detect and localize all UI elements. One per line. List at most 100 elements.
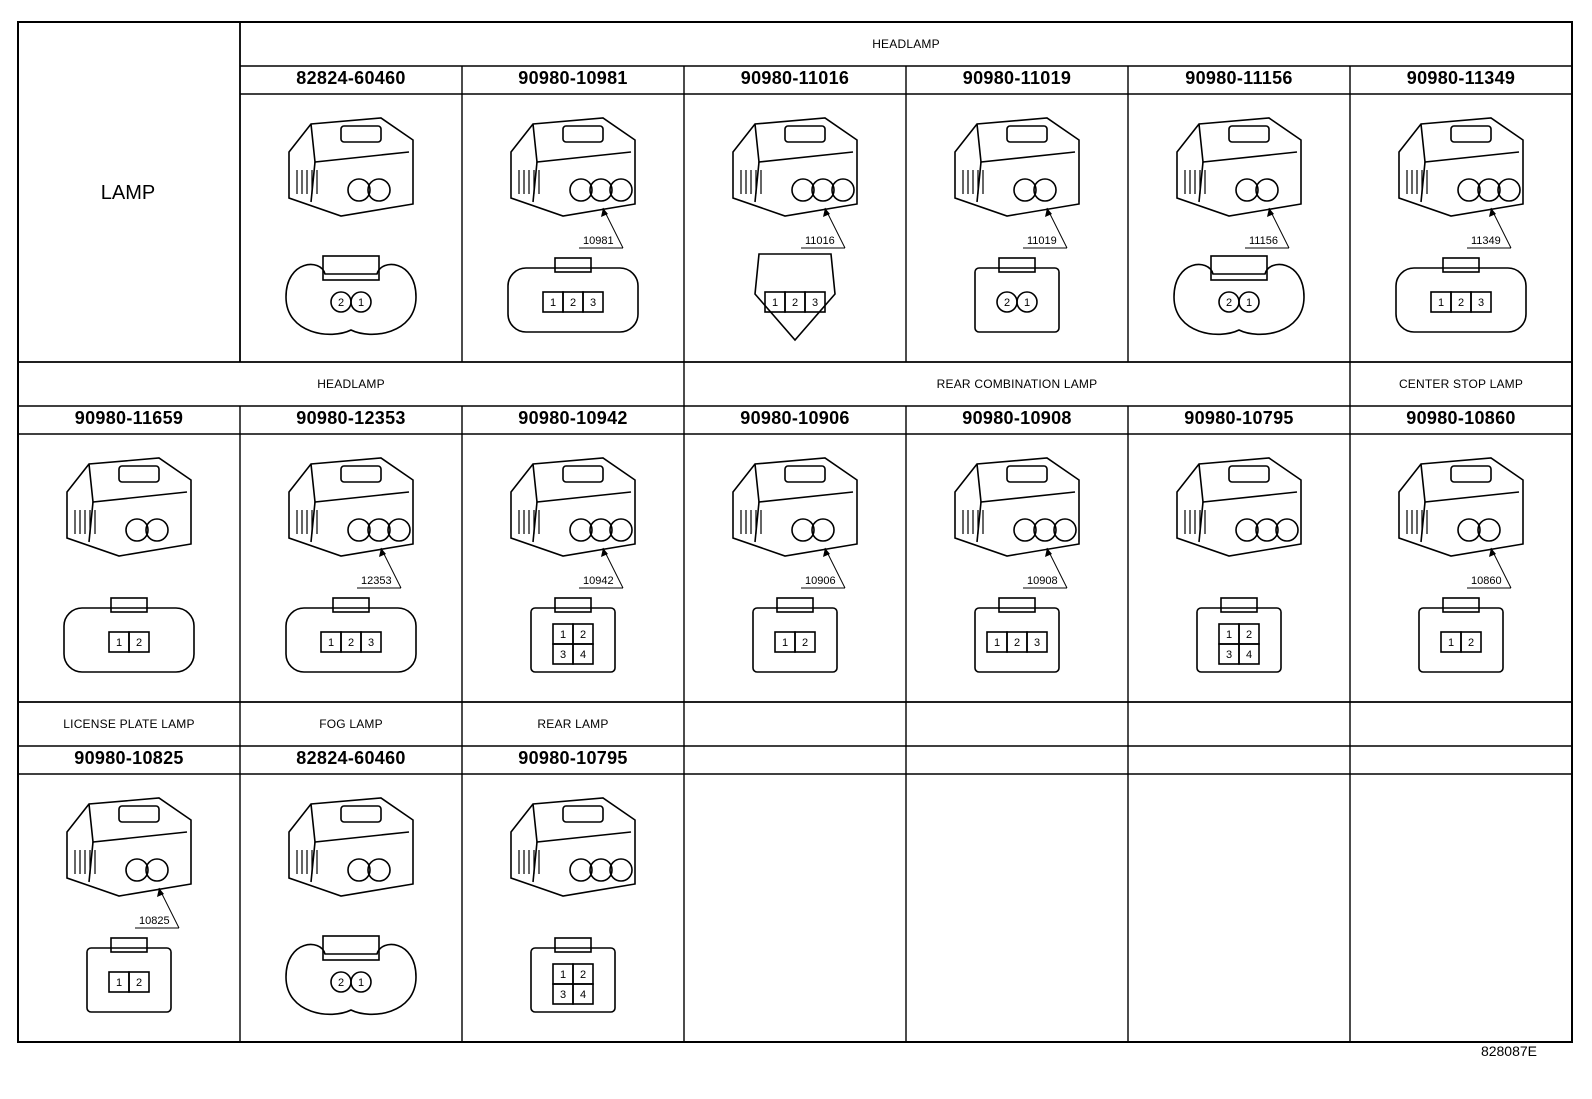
part-number: 90980-10860 — [1406, 408, 1516, 428]
pin-number: 1 — [772, 297, 778, 309]
connector-drawing: 12353 1 2 3 — [240, 434, 462, 702]
pin-number: 1 — [116, 637, 122, 649]
pin-number: 2 — [338, 977, 344, 989]
pin-number: 1 — [994, 637, 1000, 649]
pin-number: 4 — [1246, 649, 1252, 661]
pin-number: 1 — [1246, 297, 1252, 309]
connector-drawing: 10860 1 2 — [1350, 434, 1572, 702]
callout-label: 10942 — [583, 575, 614, 587]
group-header: FOG LAMP — [319, 717, 383, 731]
pin-number: 1 — [782, 637, 788, 649]
pin-number: 3 — [560, 649, 566, 661]
callout-label: 10860 — [1471, 575, 1502, 587]
part-number: 90980-11156 — [1185, 68, 1293, 88]
table-title: LAMP — [100, 182, 156, 204]
pin-number: 2 — [338, 297, 344, 309]
pin-number: 1 — [560, 629, 566, 641]
part-number: 90980-11349 — [1406, 68, 1516, 88]
callout-label: 11349 — [1471, 235, 1501, 247]
part-number: 82824-60460 — [296, 68, 406, 88]
pin-number: 1 — [116, 977, 122, 989]
pin-number: 1 — [1438, 297, 1444, 309]
callout-label: 11016 — [805, 235, 835, 247]
pin-number: 3 — [1034, 637, 1040, 649]
connector-icon: 11019 2 1 — [954, 117, 1080, 333]
pin-number: 3 — [590, 297, 596, 309]
pin-number: 1 — [358, 977, 364, 989]
connector-icon: 1 2 3 4 — [510, 797, 636, 1013]
pin-number: 1 — [1226, 629, 1232, 641]
part-number: 90980-10795 — [1184, 408, 1294, 428]
part-number: 82824-60460 — [296, 748, 406, 768]
part-number: 90980-11016 — [740, 68, 850, 88]
pin-number: 2 — [1246, 629, 1252, 641]
part-number: 90980-10906 — [740, 408, 850, 428]
connector-icon: 11156 2 1 — [1173, 117, 1305, 336]
pin-number: 2 — [1468, 637, 1474, 649]
connector-drawing: 11019 2 1 — [906, 94, 1128, 362]
group-header: HEADLAMP — [872, 37, 940, 51]
callout-label: 11156 — [1249, 235, 1278, 247]
pin-number: 2 — [792, 297, 798, 309]
group-header: LICENSE PLATE LAMP — [63, 717, 195, 731]
figure-id: 828087E — [1480, 1043, 1537, 1059]
part-number: 90980-11659 — [74, 408, 184, 428]
pin-number: 3 — [368, 637, 374, 649]
pin-number: 1 — [560, 969, 566, 981]
pin-number: 2 — [1004, 297, 1010, 309]
pin-number: 2 — [348, 637, 354, 649]
part-number: 90980-10795 — [518, 748, 628, 768]
group-header: REAR COMBINATION LAMP — [936, 377, 1098, 391]
pin-number: 2 — [136, 637, 142, 649]
pin-number: 2 — [1226, 297, 1232, 309]
pin-number: 2 — [1014, 637, 1020, 649]
connector-drawing: 1 2 3 4 — [462, 774, 684, 1042]
connector-drawing: 11156 2 1 — [1128, 94, 1350, 362]
connector-icon: 12353 1 2 3 — [285, 457, 417, 673]
callout-label: 10825 — [139, 915, 170, 927]
part-number: 90980-10825 — [74, 748, 184, 768]
connector-drawing: 11016 1 2 3 — [684, 94, 906, 362]
pin-number: 1 — [550, 297, 556, 309]
part-number: 90980-11019 — [962, 68, 1072, 88]
pin-number: 1 — [1024, 297, 1030, 309]
pin-number: 3 — [812, 297, 818, 309]
connector-icon: 11016 1 2 3 — [732, 117, 858, 342]
pin-number: 4 — [580, 989, 586, 1001]
pin-number: 2 — [1458, 297, 1464, 309]
pin-number: 1 — [328, 637, 334, 649]
pin-number: 3 — [560, 989, 566, 1001]
pin-number: 3 — [1226, 649, 1232, 661]
part-number: 90980-12353 — [296, 408, 406, 428]
pin-number: 1 — [358, 297, 364, 309]
connector-drawing: 10825 1 2 — [18, 774, 240, 1042]
connector-drawing: 1 2 3 4 — [1128, 434, 1350, 702]
callout-label: 11019 — [1027, 235, 1057, 247]
connector-icon: 1 2 3 4 — [1176, 457, 1302, 673]
part-number: 90980-10942 — [518, 408, 628, 428]
part-number: 90980-10981 — [518, 68, 628, 88]
callout-label: 12353 — [361, 575, 392, 587]
pin-number: 1 — [1448, 637, 1454, 649]
pin-number: 2 — [570, 297, 576, 309]
part-number: 90980-10908 — [962, 408, 1072, 428]
pin-number: 2 — [136, 977, 142, 989]
pin-number: 2 — [580, 969, 586, 981]
callout-label: 10906 — [805, 575, 836, 587]
group-header: HEADLAMP — [317, 377, 385, 391]
group-header: REAR LAMP — [537, 717, 609, 731]
